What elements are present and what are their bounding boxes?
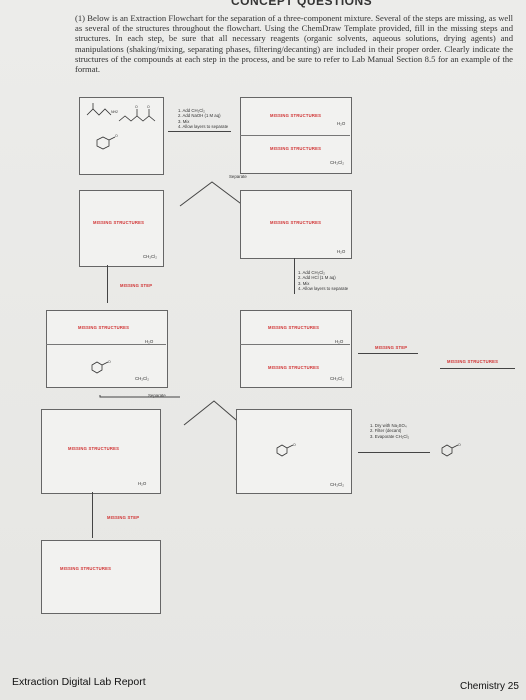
step-line: 2. Add HCl (1 M aq) <box>298 275 336 281</box>
missing-structures-label: MISSING STRUCTURES <box>68 446 120 451</box>
organic-label: CH₂Cl₂ <box>330 376 344 381</box>
organic-label: CH₂Cl₂ <box>135 376 149 381</box>
missing-structures-label: MISSING STRUCTURES <box>270 113 322 118</box>
arrow-line <box>440 368 515 369</box>
final-product-box <box>41 540 161 614</box>
step-line: 1. Add CH₂Cl₂ <box>178 108 205 113</box>
layer-divider <box>240 344 350 345</box>
aqueous-label: H₂O <box>337 121 346 126</box>
separation-lines-1 <box>179 181 245 207</box>
extraction-steps-2: 1. Add CH₂Cl₂ 2. Add HCl (1 M aq) 3. Mix… <box>298 270 348 292</box>
arrow-line <box>168 131 231 132</box>
missing-step-label: MISSING STEP <box>107 515 140 520</box>
missing-structures-label: MISSING STRUCTURES <box>270 220 322 225</box>
organic-label: CH₂Cl₂ <box>330 482 344 487</box>
page-header: CONCEPT QUESTIONS <box>231 0 373 8</box>
arrow-line <box>358 452 430 453</box>
step-line: 4. Allow layers to separate <box>178 124 229 130</box>
step-line: 1. Add CH₂Cl₂ <box>298 270 325 275</box>
question-text: (1) Below is an Extraction Flowchart for… <box>75 13 513 75</box>
layer-box-right <box>240 310 352 388</box>
anisole-structure: O <box>91 360 111 374</box>
organic-label: CH₂Cl₂ <box>143 254 157 259</box>
drying-steps: 1. Dry with Na₂SO₄ 2. Filter (decant) 3.… <box>370 423 409 439</box>
organic-layer-box-2 <box>236 409 352 494</box>
svg-text:O: O <box>293 443 296 447</box>
aqueous-label: H₂O <box>337 249 346 254</box>
missing-structures-label: MISSING STRUCTURES <box>268 325 320 330</box>
starting-mixture-structures: NH2 O O O <box>86 103 156 150</box>
separation-lines-2 <box>99 395 243 426</box>
starting-mixture-box <box>79 97 164 175</box>
separate-label: Separate <box>148 393 166 398</box>
svg-text:NH2: NH2 <box>111 110 118 114</box>
anisole-product-structure: O <box>441 443 461 457</box>
svg-text:O: O <box>108 360 111 364</box>
separate-label: Separate <box>229 174 247 179</box>
step-line: 2. Add NaOH (1 M aq) <box>178 113 221 119</box>
anisole-structure: O <box>276 443 296 457</box>
footer-report-title: Extraction Digital Lab Report <box>12 676 146 688</box>
missing-structures-label: MISSING STRUCTURES <box>78 325 130 330</box>
aqueous-label: H₂O <box>138 481 147 486</box>
aqueous-layer-box-2 <box>41 409 161 494</box>
aqueous-label: H₂O <box>335 339 344 344</box>
extraction-steps-1: 1. Add CH₂Cl₂ 2. Add NaOH (1 M aq) 3. Mi… <box>178 108 228 130</box>
footer-page-label: Chemistry 25 <box>460 681 519 692</box>
missing-structures-label: MISSING STRUCTURES <box>268 365 320 370</box>
organic-label: CH₂Cl₂ <box>330 160 344 165</box>
step-line: 2. Filter (decant) <box>370 428 402 434</box>
arrow-line <box>358 353 418 354</box>
svg-text:O: O <box>458 443 461 447</box>
layer-box-left <box>46 310 168 388</box>
missing-step-label: MISSING STEP <box>120 283 153 288</box>
step-line: 4. Allow layers to separate <box>298 286 349 292</box>
svg-text:O: O <box>115 134 118 138</box>
layer-divider <box>240 135 350 136</box>
aqueous-label: H₂O <box>145 339 154 344</box>
missing-structures-label: MISSING STRUCTURES <box>447 359 499 364</box>
aqueous-layer-box-1 <box>240 190 352 259</box>
missing-structures-label: MISSING STRUCTURES <box>270 146 322 151</box>
step-line: 1. Dry with Na₂SO₄ <box>370 423 407 428</box>
organic-layer-box-1 <box>79 190 164 267</box>
arrow-line <box>107 265 108 303</box>
step-line: 3. Evaporate CH₂Cl₂ <box>370 433 410 439</box>
arrow-line <box>92 492 93 538</box>
arrow-line <box>294 258 295 294</box>
svg-text:O: O <box>147 105 150 109</box>
step-line: 3. Mix <box>298 280 310 286</box>
missing-structures-label: MISSING STRUCTURES <box>60 566 112 571</box>
missing-step-label: MISSING STEP <box>375 345 408 350</box>
step-line: 3. Mix <box>178 118 190 124</box>
svg-text:O: O <box>135 105 138 109</box>
layer-divider <box>46 344 166 345</box>
missing-structures-label: MISSING STRUCTURES <box>93 220 145 225</box>
